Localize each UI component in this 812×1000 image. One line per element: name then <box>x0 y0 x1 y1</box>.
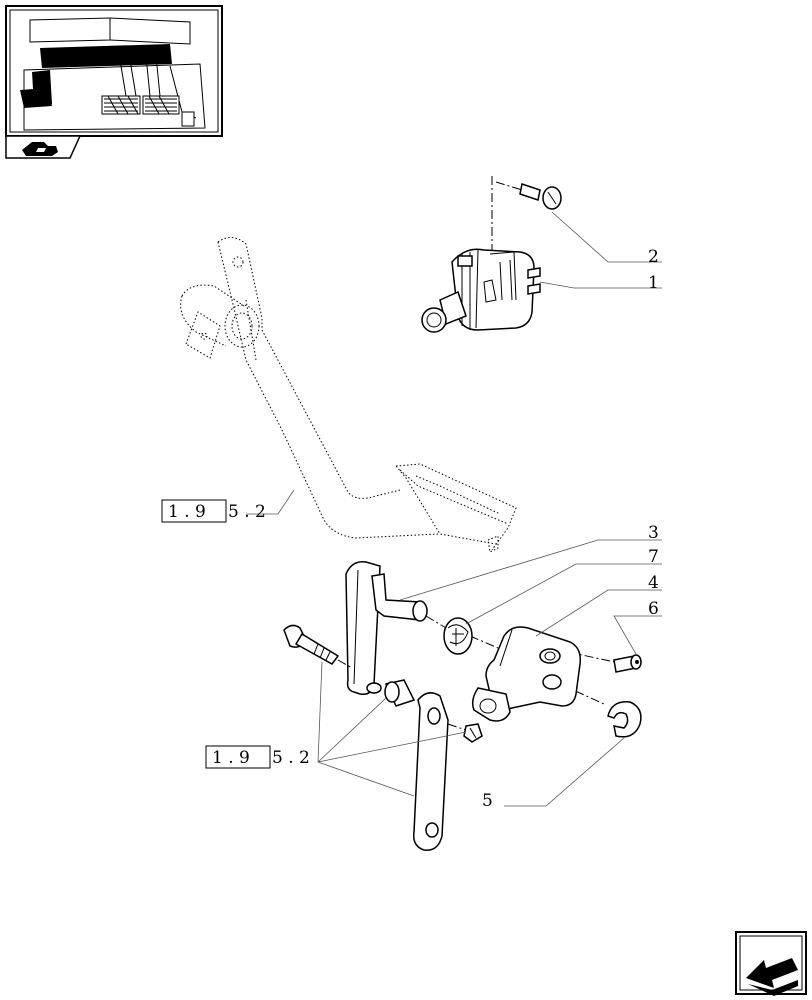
reference-top-suffix: 5 . 2 <box>228 502 266 522</box>
leader-7 <box>465 563 662 625</box>
stop-light-switch <box>421 176 541 333</box>
reference-top-boxed: 1 . 9 <box>168 502 206 522</box>
bracket-screw <box>613 654 642 673</box>
reference-bottom[interactable]: 1 . 9 5 . 2 <box>205 745 310 769</box>
leader-ref-bottom <box>317 661 467 797</box>
leader-6 <box>613 615 662 655</box>
callout-4: 4 <box>648 573 659 593</box>
leader-3 <box>399 539 662 601</box>
lock-nut <box>447 723 483 743</box>
callout-1: 1 <box>648 273 659 293</box>
previous-page-arrow-icon[interactable] <box>735 931 807 996</box>
reference-bottom-suffix: 5 . 2 <box>272 748 310 768</box>
tractor-section-icon <box>5 135 82 159</box>
leader-1 <box>539 281 662 289</box>
reference-top[interactable]: 1 . 9 5 . 2 <box>161 499 266 523</box>
brake-pedal-outline <box>180 237 517 553</box>
callout-7: 7 <box>648 547 659 567</box>
callout-6: 6 <box>648 599 659 619</box>
callout-3: 3 <box>648 523 659 543</box>
leader-2 <box>551 211 662 263</box>
callout-2: 2 <box>648 247 659 267</box>
pedal-location-thumbnail <box>5 5 223 137</box>
callout-5: 5 <box>482 791 493 811</box>
switch-screw <box>495 181 562 210</box>
switch-bracket <box>471 626 582 722</box>
leader-ref-top <box>246 489 295 515</box>
pedal-lever <box>345 561 428 696</box>
circlip-7 <box>443 617 473 655</box>
link-plate <box>412 692 449 851</box>
leader-5 <box>504 737 625 807</box>
leader-4 <box>535 589 662 637</box>
linkage-spacer <box>384 679 416 707</box>
reference-bottom-boxed: 1 . 9 <box>212 748 250 768</box>
e-clip <box>607 701 642 738</box>
linkage-bolt <box>283 624 353 669</box>
